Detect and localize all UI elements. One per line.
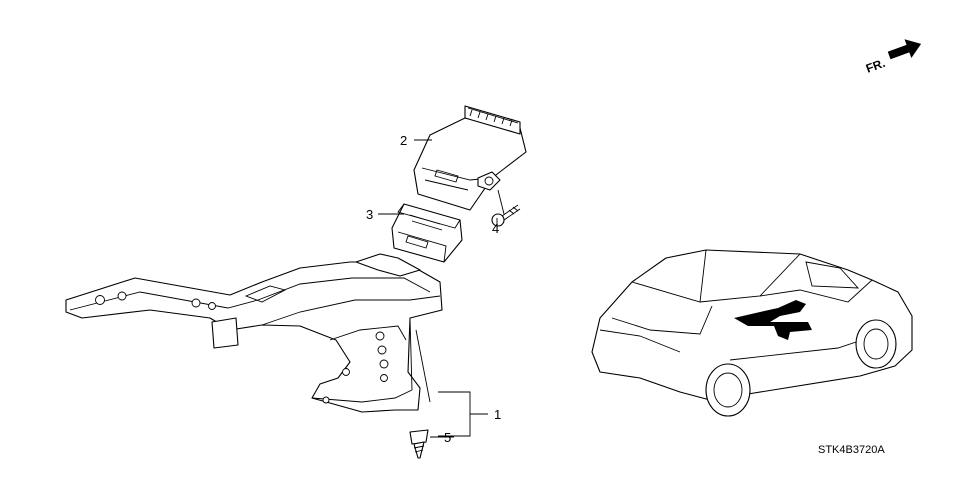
part-5-clip xyxy=(409,429,429,459)
part-4-screw xyxy=(491,204,521,227)
vehicle-location-view xyxy=(591,249,913,417)
leader-lines xyxy=(378,139,505,438)
forward-arrow-icon xyxy=(887,39,922,60)
diagram-code: STK4B3720A xyxy=(818,444,885,456)
part-3-lower-duct xyxy=(391,203,463,263)
callout-3: 3 xyxy=(366,207,373,222)
callout-5: 5 xyxy=(444,430,451,445)
callout-2: 2 xyxy=(400,133,407,148)
front-direction-indicator: FR. xyxy=(864,39,922,76)
callout-1: 1 xyxy=(494,407,501,422)
part-1-bracket xyxy=(65,253,443,413)
part-2-upper-duct xyxy=(413,105,527,211)
fr-label: FR. xyxy=(864,56,887,76)
callout-4: 4 xyxy=(492,221,499,236)
